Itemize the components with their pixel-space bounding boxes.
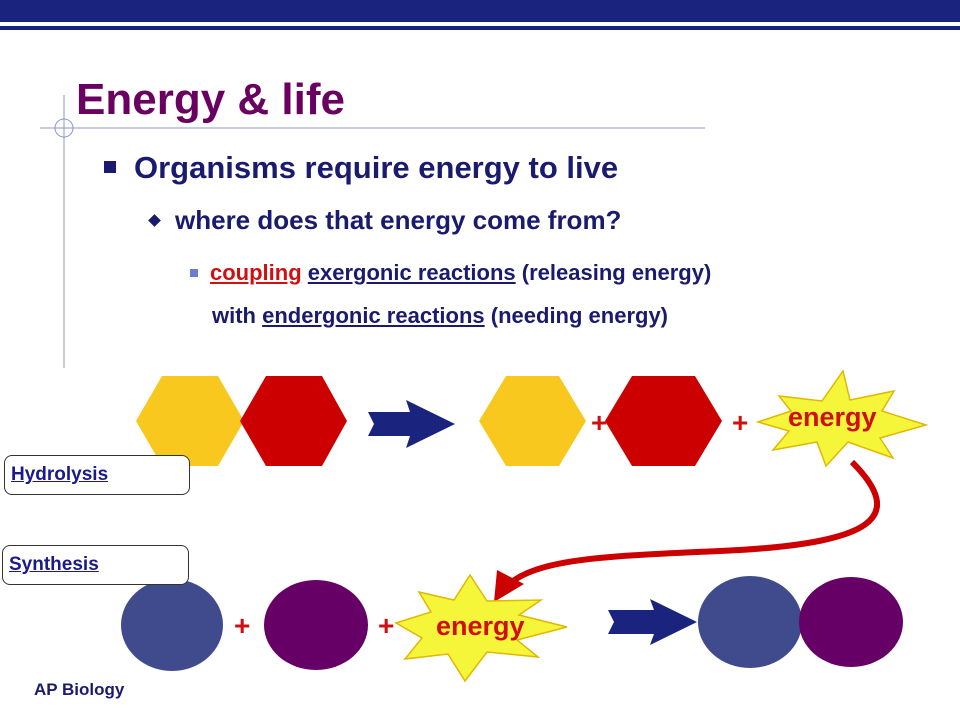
yellow-hexagon-product bbox=[479, 376, 586, 466]
plus-sign: + bbox=[732, 407, 749, 438]
energy-burst-icon bbox=[394, 573, 568, 683]
diamond-bullet-icon bbox=[148, 214, 161, 227]
energy-burst-icon bbox=[755, 369, 929, 468]
bullet-2-text: where does that energy come from? bbox=[175, 205, 622, 235]
coupling-arrowhead-icon bbox=[494, 570, 524, 602]
blue-circle-reactant bbox=[121, 579, 223, 671]
slide-title: Energy & life bbox=[76, 75, 345, 124]
bullet-level-1: Organisms require energy to live bbox=[104, 150, 618, 186]
blue-circle-product bbox=[698, 576, 802, 668]
purple-circle-product bbox=[799, 577, 903, 667]
hydrolysis-arrow-icon bbox=[368, 400, 455, 448]
energy-label: energy bbox=[788, 402, 877, 432]
coupling-curve-arrow bbox=[505, 459, 881, 588]
releasing-text: (releasing energy) bbox=[521, 260, 712, 285]
red-hexagon-product bbox=[605, 376, 722, 466]
bullet-1-text: Organisms require energy to live bbox=[134, 150, 619, 185]
synthesis-arrow-icon bbox=[608, 599, 697, 645]
bullet-level-2: where does that energy come from? bbox=[148, 205, 622, 236]
with-text: with bbox=[212, 303, 256, 328]
square-bullet-icon bbox=[104, 161, 116, 173]
hydrolysis-label[interactable]: Hydrolysis bbox=[4, 455, 190, 495]
needing-text: (needing energy) bbox=[490, 303, 669, 328]
bullet-level-3: coupling exergonic reactions (releasing … bbox=[190, 260, 711, 286]
crosshair-circle-icon bbox=[54, 118, 74, 138]
exergonic-link[interactable]: exergonic reactions bbox=[307, 260, 516, 285]
coupling-link[interactable]: coupling bbox=[210, 260, 302, 285]
top-banner bbox=[0, 0, 960, 22]
footer-course-label: AP Biology bbox=[34, 680, 125, 699]
plus-sign: + bbox=[591, 407, 608, 438]
red-hexagon-reactant bbox=[240, 376, 347, 466]
purple-circle-reactant bbox=[264, 580, 368, 670]
bullet-level-3-continued: with endergonic reactions (needing energ… bbox=[212, 303, 668, 329]
synthesis-label[interactable]: Synthesis bbox=[2, 545, 189, 585]
top-banner-line bbox=[0, 26, 960, 30]
yellow-hexagon-reactant bbox=[136, 376, 244, 466]
plus-sign: + bbox=[234, 610, 251, 641]
endergonic-link[interactable]: endergonic reactions bbox=[262, 303, 485, 328]
plus-sign: + bbox=[378, 610, 395, 641]
energy-label: energy bbox=[436, 611, 525, 641]
small-square-bullet-icon bbox=[190, 269, 198, 277]
